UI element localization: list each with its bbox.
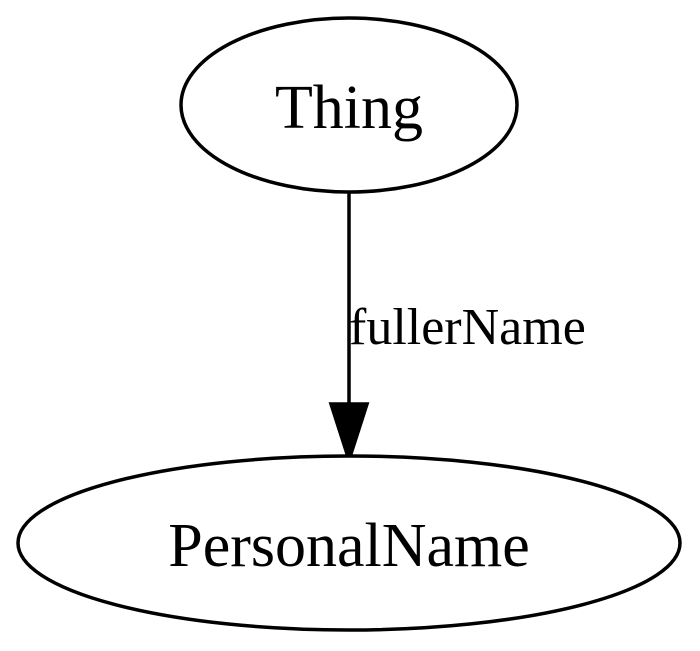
node-personal-name: PersonalName xyxy=(16,454,682,632)
node-thing-shape xyxy=(179,16,519,194)
node-personal-name-shape xyxy=(16,454,682,632)
node-thing-label: Thing xyxy=(275,74,423,142)
arrowhead-icon xyxy=(328,402,370,466)
node-thing: Thing xyxy=(179,16,519,194)
edge-fullername: fullerName xyxy=(328,193,586,466)
node-personal-name-label: PersonalName xyxy=(168,512,530,580)
edge-label: fullerName xyxy=(349,299,586,356)
